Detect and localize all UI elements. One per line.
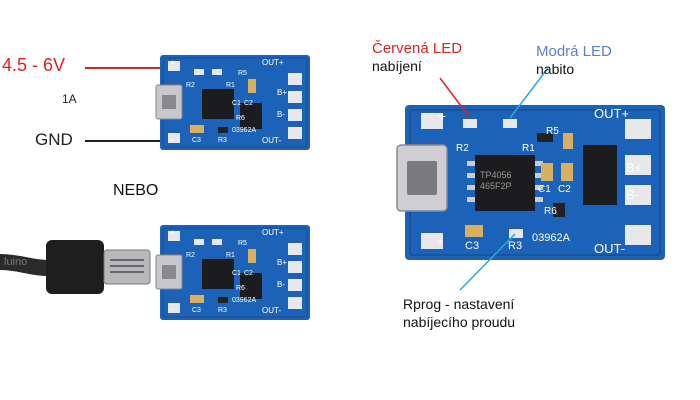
board3-out-plus: OUT+ (594, 106, 630, 121)
charger-board-bottom-left (155, 225, 310, 320)
usb-cable (0, 240, 151, 294)
board2-plus: + (170, 228, 176, 238)
board1-part-no: 03962A (232, 127, 257, 134)
protection-chip (583, 145, 617, 205)
board2-c2: C2 (244, 270, 253, 277)
board2-out-plus: OUT+ (262, 228, 284, 237)
board1-r5: R5 (238, 70, 247, 77)
board1-c1: C1 (232, 100, 241, 107)
rprog-resistor (509, 229, 523, 238)
board2-r2: R2 (186, 252, 195, 259)
board3-out-minus: OUT- (594, 241, 626, 256)
board2-out-minus: OUT- (262, 306, 282, 315)
board1-r1: R1 (226, 82, 235, 89)
board3-plus: + (438, 108, 447, 124)
chip-marking-2: 465F2P (480, 181, 512, 191)
board2-part-no: 03962A (232, 297, 257, 304)
board1-out-minus: OUT- (262, 136, 282, 145)
board3-c1: C1 (538, 184, 551, 195)
blue-led (503, 119, 517, 128)
blue-led-title: Modrá LED (536, 43, 612, 60)
board2-r5: R5 (238, 240, 247, 247)
board1-out-plus: OUT+ (262, 58, 284, 67)
board3-r5: R5 (546, 126, 559, 137)
gnd-label: GND (35, 130, 73, 149)
board3-b-plus: B+ (626, 160, 643, 175)
board3-r2: R2 (456, 143, 469, 154)
protection-chip (240, 103, 262, 129)
voltage-label: 4.5 - 6V (2, 55, 66, 75)
charger-board-large (396, 105, 665, 260)
charger-board-top-left (155, 55, 310, 150)
board2-b-minus: B- (277, 280, 285, 289)
board3-part-no: 03962A (532, 232, 570, 244)
board3-r3: R3 (508, 240, 523, 252)
board2-c1: C1 (232, 270, 241, 277)
board1-c2: C2 (244, 100, 253, 107)
current-label: 1A (62, 92, 77, 106)
board3-c3: C3 (465, 240, 480, 252)
board2-r1: R1 (226, 252, 235, 259)
board2-r6: R6 (236, 285, 245, 292)
rprog-line2: nabíjecího proudu (403, 314, 516, 330)
board3-b-minus: B- (626, 187, 639, 202)
or-label: NEBO (113, 182, 159, 199)
rprog-line1: Rprog - nastavení (403, 296, 515, 312)
board1-minus: - (170, 134, 173, 144)
board2-minus: - (170, 304, 173, 314)
cable-brand: luino (4, 256, 28, 268)
board2-r3: R3 (218, 307, 227, 314)
red-led-pointer (439, 77, 471, 119)
red-led (463, 119, 477, 128)
blue-led-desc: nabito (536, 61, 575, 77)
board1-r2: R2 (186, 82, 195, 89)
board1-c3: C3 (192, 137, 201, 144)
board1-b-plus: B+ (277, 88, 288, 97)
board1-plus: + (170, 58, 176, 68)
board2-b-plus: B+ (277, 258, 288, 267)
board1-b-minus: B- (277, 110, 285, 119)
red-led-desc: nabíjení (372, 58, 422, 74)
chip-marking-1: TP4056 (480, 170, 512, 180)
board2-c3: C3 (192, 307, 201, 314)
board3-c2: C2 (558, 184, 571, 195)
charger-chip (202, 89, 234, 119)
board3-r1: R1 (522, 143, 535, 154)
blue-led-pointer (509, 67, 549, 119)
red-led-title: Červená LED (372, 40, 463, 57)
board1-r3: R3 (218, 137, 227, 144)
board3-minus: - (438, 232, 443, 248)
board3-r6: R6 (544, 206, 557, 217)
board1-r6: R6 (236, 115, 245, 122)
rprog-pointer (459, 233, 516, 291)
tp4056-chip (475, 155, 535, 211)
